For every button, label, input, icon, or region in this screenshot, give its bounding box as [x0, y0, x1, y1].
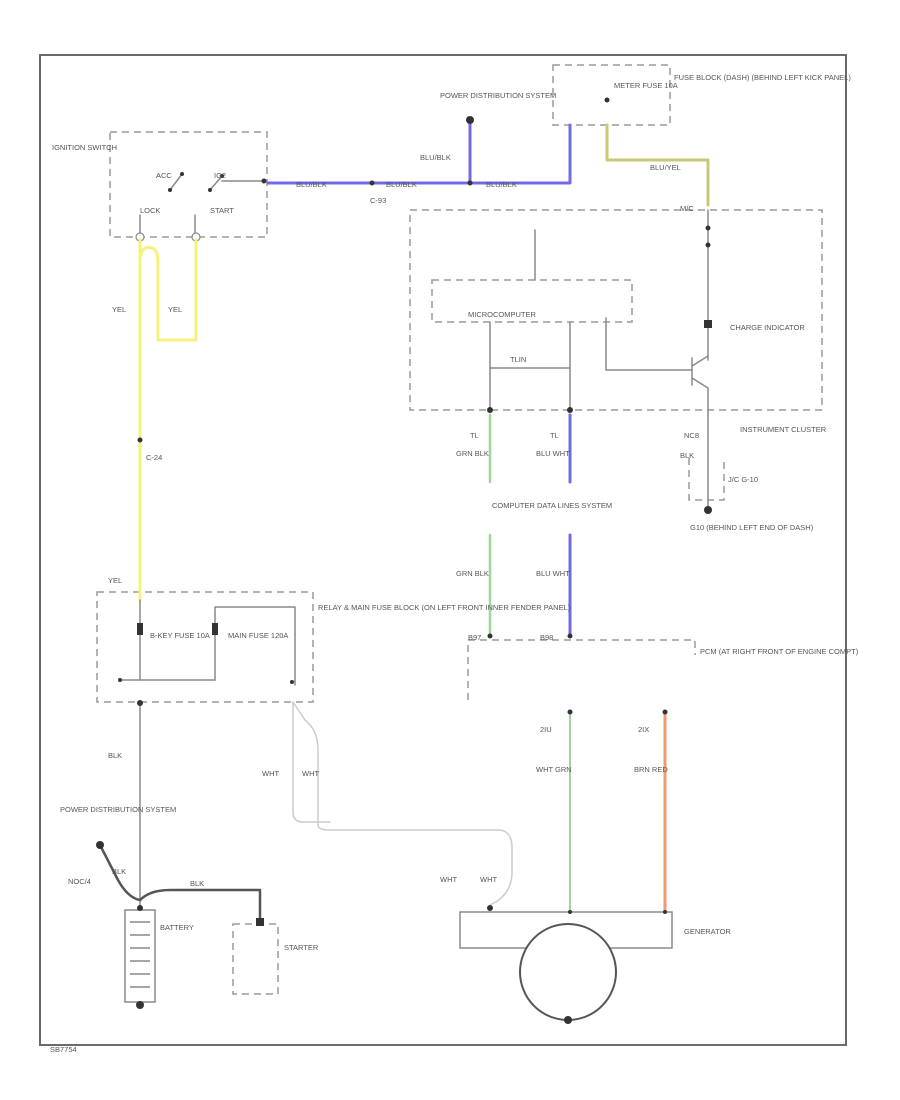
- wire-label-blu-blk-1: BLU/BLK: [296, 180, 327, 189]
- diagram-frame: [39, 54, 847, 1046]
- power-dist-top-label: POWER DISTRIBUTION SYSTEM: [440, 91, 556, 100]
- generator-symbol: [459, 910, 673, 1024]
- ground-g10-point: [704, 506, 712, 514]
- ignition-switch-contacts: [135, 172, 266, 242]
- lock-label: LOCK: [140, 206, 160, 215]
- ignition-switch-box: [109, 131, 268, 238]
- wire-label-blk-fuse: BLK: [108, 751, 122, 760]
- battery-symbol: [124, 905, 156, 1009]
- blue-wire-ignition-to-power-dist: [266, 123, 572, 185]
- microcomputer-label: MICROCOMPUTER: [468, 310, 536, 319]
- start-label: START: [210, 206, 234, 215]
- wire-label-wht-b: WHT: [302, 769, 319, 778]
- yellow-wire-ignition-to-fuse: [138, 238, 198, 342]
- olive-wire-meter-fuse-to-cluster: [605, 123, 710, 207]
- wire-label-blk-batt: BLK: [112, 867, 126, 876]
- wire-label-tl: TL: [470, 431, 479, 440]
- wire-label-blu-yel: BLU/YEL: [650, 163, 681, 172]
- wire-label-blu-wht-upper: BLU WHT: [536, 449, 570, 458]
- pcm-connector-left: B97: [468, 633, 481, 642]
- wire-label-grn-blk-upper: GRN BLK: [456, 449, 489, 458]
- charge-indicator-label: CHARGE INDICATOR: [730, 323, 805, 332]
- battery-label: BATTERY: [160, 923, 194, 932]
- wire-label-yel-lower: YEL: [108, 576, 122, 585]
- instrument-cluster-internal-wiring: [489, 209, 712, 416]
- generator-label: GENERATOR: [684, 927, 731, 936]
- wire-label-wht-d: WHT: [480, 875, 497, 884]
- computer-datalines-label: COMPUTER DATA LINES SYSTEM: [492, 501, 612, 510]
- wire-label-nc8: NC8: [684, 431, 699, 440]
- wire-label-wht-grn: WHT GRN: [536, 765, 572, 774]
- figure-code: SB7754: [50, 1045, 77, 1054]
- wire-label-blu-wht-lower: BLU WHT: [536, 569, 570, 578]
- ground-junction-box: [688, 458, 725, 501]
- wire-label-yel-left: YEL: [112, 305, 126, 314]
- wht-wire-main-fuse-branch: [292, 701, 331, 823]
- blk-wire-power-dist-to-battery: [98, 843, 142, 902]
- ig2-label: IG2: [214, 171, 226, 180]
- pcm-label: PCM (AT RIGHT FRONT OF ENGINE COMPT): [700, 647, 859, 656]
- wire-label-blu-blk-v: BLU/BLK: [420, 153, 451, 162]
- instrument-cluster-box: [409, 209, 823, 411]
- pcm-box: [467, 639, 696, 700]
- wire-label-tl2: TL: [550, 431, 559, 440]
- wire-label-wht-c: WHT: [440, 875, 457, 884]
- ground-label: G10 (BEHIND LEFT END OF DASH): [690, 523, 814, 532]
- acc-label: ACC: [156, 171, 172, 180]
- fuse-block-dash-label: FUSE BLOCK (DASH) (BEHIND LEFT KICK PANE…: [674, 73, 851, 82]
- connector-points: [137, 97, 668, 715]
- starter-box: [232, 923, 279, 995]
- gen-connector-l: 2IU: [540, 725, 552, 734]
- wire-label-blk-ground: BLK: [680, 451, 694, 460]
- ground-connector-label: J/C G-10: [728, 475, 758, 484]
- wire-label-tlin: TLIN: [510, 355, 526, 364]
- power-dist-bottom-label: POWER DISTRIBUTION SYSTEM: [60, 805, 176, 814]
- note-code-label: NOC/4: [68, 877, 91, 886]
- wire-label-blk-starter: BLK: [190, 879, 204, 888]
- microcomputer-box: [431, 279, 633, 323]
- connector-c-yel: C-24: [146, 453, 162, 462]
- connector-mc: M/C: [680, 204, 694, 213]
- main-fuse-label: MAIN FUSE 120A: [228, 631, 288, 640]
- wire-label-blu-blk-3: BLU/BLK: [486, 180, 517, 189]
- wire-label-blu-blk-2: BLU/BLK: [386, 180, 417, 189]
- b-key-fuse-label: B-KEY FUSE 10A: [150, 631, 210, 640]
- blk-wire-battery-to-starter: [138, 888, 262, 924]
- wire-label-wht-a: WHT: [262, 769, 279, 778]
- wire-label-yel-loop: YEL: [168, 305, 182, 314]
- connector-c-ig: C-93: [370, 196, 386, 205]
- gen-connector-b: 2IX: [638, 725, 649, 734]
- relay-fuse-block-box: [96, 591, 314, 703]
- fuse-block-dash-box: [552, 64, 671, 126]
- instrument-cluster-label: INSTRUMENT CLUSTER: [740, 425, 827, 434]
- relay-fuse-block-internals: [118, 599, 296, 686]
- starter-label: STARTER: [284, 943, 319, 952]
- wire-label-grn-blk-lower: GRN BLK: [456, 569, 489, 578]
- wire-label-brn-red: BRN RED: [634, 765, 668, 774]
- pcm-connector-right: B98: [540, 633, 553, 642]
- relay-block-label: RELAY & MAIN FUSE BLOCK (ON LEFT FRONT I…: [318, 603, 571, 612]
- ignition-switch-label: IGNITION SWITCH: [52, 143, 117, 152]
- meter-fuse-label: METER FUSE 10A: [614, 81, 678, 90]
- wht-wire-main-fuse-to-generator: [292, 701, 513, 906]
